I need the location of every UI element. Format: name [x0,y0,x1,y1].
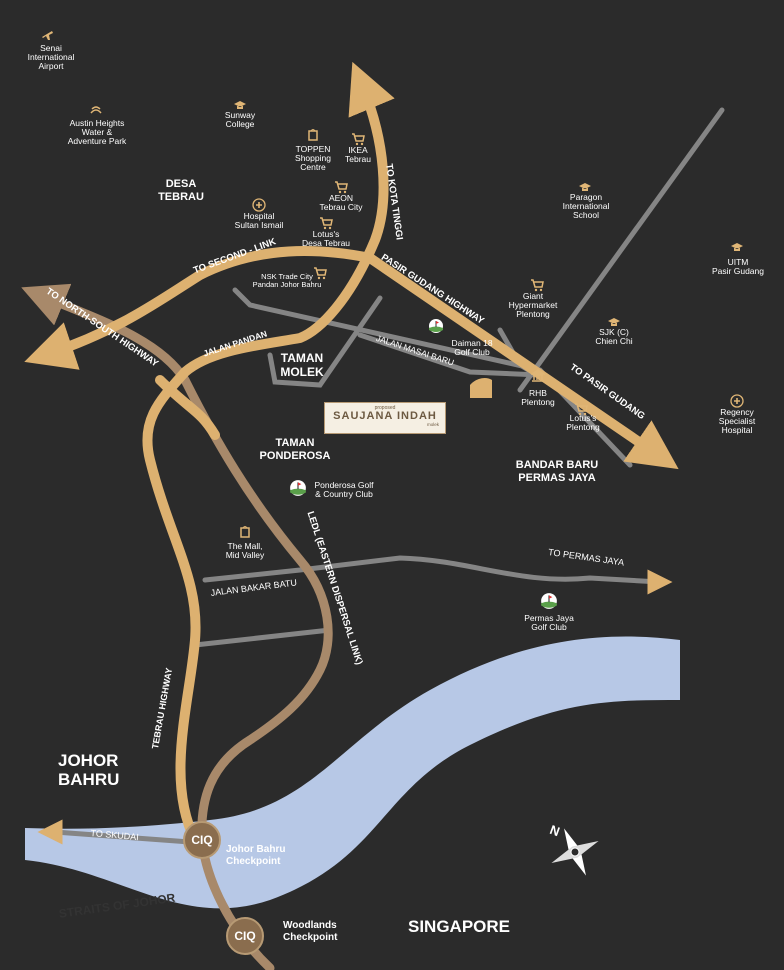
project-name: SAUJANA INDAH [333,410,437,422]
project-pointer-icon [442,377,492,420]
compass-icon [551,828,599,876]
golf-icon [541,593,557,609]
label-jb-checkpoint: Johor Bahru Checkpoint [226,844,286,867]
label-hospital-si: Hospital Sultan Ismail [234,211,284,230]
school-icon [731,243,743,251]
cart-icon [314,267,327,280]
golf-icon [429,319,443,333]
label-ikea: IKEA Tebrau [345,145,371,164]
label-daiman: Daiman 18 Golf Club [451,338,493,357]
label-paragon: Paragon International School [562,192,610,220]
cart-icon [335,181,348,194]
label-uitm: UITM Pasir Gudang [712,257,764,276]
label-senai: Senai International Airport [27,43,75,71]
area-desa-tebrau: DESA TEBRAU [158,178,204,203]
school-icon [579,183,591,191]
hospital-icon [730,394,744,408]
label-permas-golf: Permas Jaya Golf Club [524,613,574,632]
label-giant: Giant Hypermarket Plentong [508,291,558,319]
hospital-icon [252,198,266,212]
school-icon [608,318,620,326]
cart-icon [320,217,333,230]
shopping-bag-icon [308,129,318,141]
area-johor-bahru: JOHOR BAHRU [58,751,120,789]
shopping-bag-icon [240,526,250,538]
ciq-badge-woodlands: CIQ [226,917,264,955]
label-austin: Austin Heights Water & Adventure Park [67,118,127,146]
golf-icon [290,480,306,496]
area-taman-ponderosa: TAMAN PONDEROSA [259,437,331,462]
label-nsk: NSK Trade City Pandan Johor Bahru [252,272,322,289]
cart-icon [575,403,588,416]
ciq-badge-jb: CIQ [183,821,221,859]
label-lotus-desa: Lotus's Desa Tebrau [301,229,351,248]
cart-icon [531,279,544,292]
label-ponderosa-golf: Ponderosa Golf & Country Club [314,480,374,499]
label-mall: The Mall, Mid Valley [225,541,265,560]
area-taman-molek: TAMAN MOLEK [280,351,324,379]
label-sunway: Sunway College [224,110,256,129]
bank-icon [531,369,545,382]
label-sjk: SJK (C) Chien Chi [595,327,633,346]
label-aeon: AEON Tebrau City [319,193,363,212]
project-sub: molek [426,422,439,427]
area-bandar-baru: BANDAR BARU PERMAS JAYA [515,459,599,484]
label-regency: Regency Specialist Hospital [718,407,756,435]
highways [24,61,679,845]
school-icon [234,101,246,109]
label-toppen: TOPPEN Shopping Centre [295,144,331,172]
project-proposed: proposed [374,405,396,411]
area-singapore: SINGAPORE [408,917,511,936]
label-rhb: RHB Plentong [521,388,555,407]
water-park-icon [90,106,102,114]
label-lotus-plentong: Lotus's Plentong [566,413,600,432]
airport-icon [42,31,53,40]
project-saujana-indah-tag: proposed SAUJANA INDAH molek [324,402,446,434]
cart-icon [352,133,365,146]
label-woodlands-checkpoint: Woodlands Checkpoint [283,920,338,943]
